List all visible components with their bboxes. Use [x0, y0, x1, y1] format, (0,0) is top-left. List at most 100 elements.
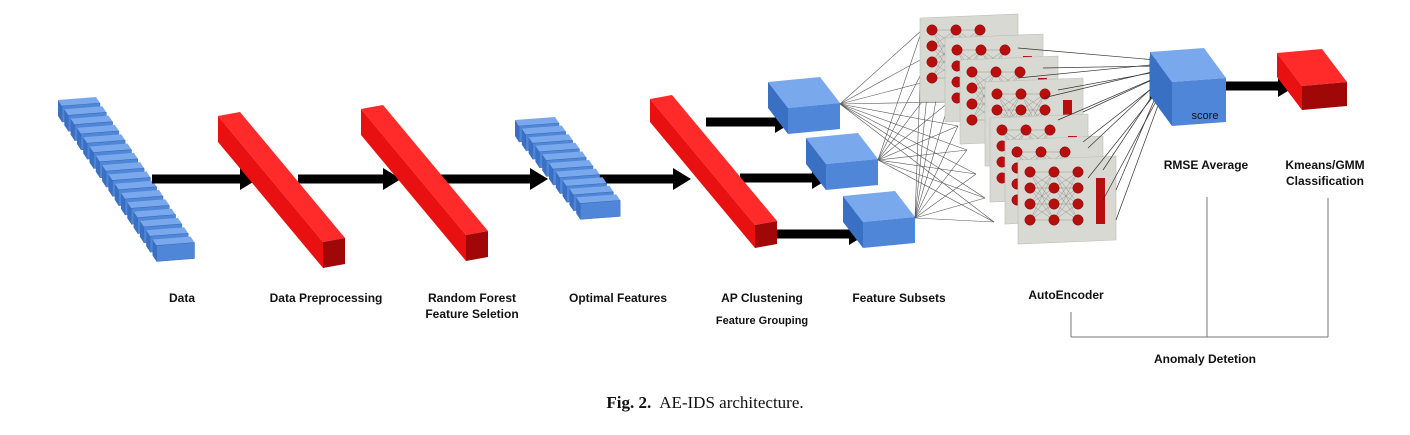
neuron-node [1072, 166, 1084, 178]
connection-line [839, 103, 986, 199]
panel-sheet [1017, 155, 1117, 245]
connection-line [877, 149, 968, 161]
neuron-node [1072, 182, 1084, 194]
label-feature-subsets: Feature Subsets [852, 291, 946, 305]
connection-line [877, 29, 923, 161]
label-rmse-average: RMSE Average [1164, 158, 1249, 172]
neuron-node [1048, 198, 1060, 210]
stack-slice [152, 236, 195, 262]
neuron-node [1072, 214, 1084, 226]
neuron-node [990, 66, 1002, 78]
stack-slice [576, 194, 621, 220]
neuron-node [1048, 214, 1060, 226]
neuron-node [926, 56, 938, 68]
score-input-line [1057, 75, 1161, 121]
connection-line [914, 101, 950, 219]
neuron-node [991, 88, 1003, 100]
neuron-node [1024, 182, 1036, 194]
neuron-node [1011, 146, 1023, 158]
connection-line [914, 197, 986, 219]
label-optimal-features: Optimal Features [569, 291, 667, 305]
classification-block [1277, 49, 1347, 110]
ap-clustering-block [650, 95, 777, 248]
label-feature-grouping: Feature Grouping [716, 315, 808, 327]
neuron-node [926, 40, 938, 52]
label-random-forest-line1: Random Forest [428, 291, 516, 305]
neuron-node [966, 98, 978, 110]
neuron-edge [1029, 171, 1055, 221]
neuron-edge [1053, 171, 1079, 221]
arrowhead [383, 168, 401, 190]
connection-line [914, 173, 977, 219]
preprocessing-block [218, 112, 345, 268]
neuron-node [951, 44, 963, 56]
neuron-node [1024, 214, 1036, 226]
random-forest-block [361, 105, 488, 261]
label-data: Data [169, 291, 195, 305]
neuron-node [926, 72, 938, 84]
neuron-node [1048, 182, 1060, 194]
anomaly-detection-bracket [1070, 197, 1329, 338]
neuron-node [1024, 166, 1036, 178]
arrowhead [673, 168, 691, 190]
neuron-edge [1053, 171, 1079, 205]
score-input-line [1115, 95, 1157, 191]
neuron-edge [1053, 187, 1079, 221]
score-input-line [1042, 65, 1157, 69]
connection-line [914, 217, 995, 223]
neuron-node [996, 124, 1008, 136]
label-anomaly-detection: Anomaly Detetion [1154, 352, 1256, 366]
label-autoencoder: AutoEncoder [1028, 288, 1104, 302]
neuron-node [1014, 66, 1026, 78]
neuron-node [974, 24, 986, 36]
neuron-node [991, 104, 1003, 116]
score-input-line [1082, 77, 1157, 113]
neuron-node [1015, 88, 1027, 100]
score-label: score [1192, 110, 1219, 122]
neuron-node [999, 44, 1011, 56]
feature-subset-1 [768, 77, 840, 134]
connection-line [839, 101, 950, 105]
neuron-edge [971, 71, 997, 105]
neuron-node [950, 24, 962, 36]
connection-line [839, 29, 923, 105]
neuron-node [1048, 166, 1060, 178]
data-block-stack [58, 97, 195, 262]
connection-line [839, 53, 932, 105]
neuron-node [1044, 124, 1056, 136]
autoencoder-panels [919, 13, 1117, 245]
score-input-line [1017, 47, 1157, 61]
score-input-line [1102, 89, 1157, 171]
connection-line [914, 149, 968, 219]
optimal-features-stack [515, 117, 621, 220]
label-preprocessing: Data Preprocessing [270, 291, 383, 305]
neuron-node [1024, 198, 1036, 210]
caption-text: AE-IDS architecture. [659, 393, 803, 412]
label-kmeans-gmm: Kmeans/GMM [1285, 158, 1364, 172]
connection-line [839, 103, 968, 151]
feature-subset-3 [843, 191, 915, 248]
neuron-node [1059, 146, 1071, 158]
feature-subset-boxes [768, 77, 915, 248]
connection-line [877, 159, 986, 199]
neuron-node [966, 82, 978, 94]
score-input-line [1057, 71, 1157, 91]
label-ap-clustering: AP Clustening [721, 291, 803, 305]
connection-line [839, 103, 959, 127]
score-input-line [1087, 87, 1161, 179]
neuron-node [1035, 146, 1047, 158]
score-input-line [1115, 99, 1161, 221]
connection-line [877, 101, 950, 161]
connection-line [877, 159, 977, 175]
connection-line [914, 125, 959, 219]
arrowhead [530, 168, 548, 190]
score-input-line [1087, 83, 1157, 149]
caption-figure-number: Fig. 2. [606, 393, 651, 412]
neuron-node [1015, 104, 1027, 116]
pipeline-arrows [152, 111, 867, 245]
score-block: score [1150, 48, 1226, 126]
neuron-edge [1029, 187, 1055, 221]
feature-subset-2 [806, 133, 878, 190]
output-bar [1096, 178, 1105, 224]
